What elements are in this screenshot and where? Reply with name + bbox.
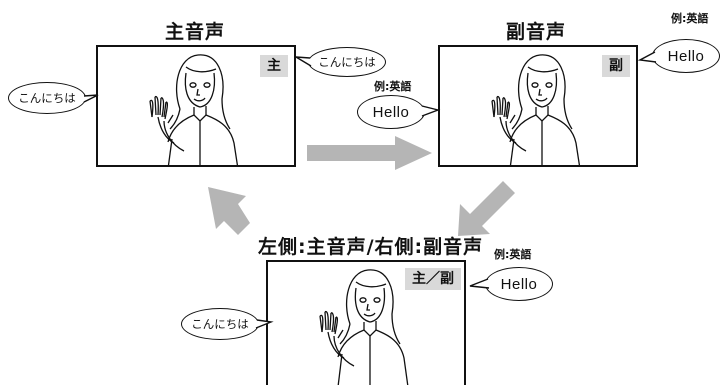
panel-sub-bubble-right: Hello — [652, 39, 720, 73]
panel-sub-example-label-left: 例:英語 — [374, 80, 412, 93]
panel-both-example-label-right: 例:英語 — [494, 248, 532, 261]
woman-illustration — [491, 54, 581, 165]
panel-both-badge: 主／副 — [405, 268, 461, 290]
panel-both-screen: 主／副 — [266, 260, 466, 385]
panel-main-bubble-right: こんにちは — [308, 47, 386, 77]
arrow-main-to-sub — [307, 136, 432, 170]
arrow-sub-to-both — [458, 181, 515, 236]
panel-main-badge: 主 — [260, 55, 288, 77]
arrow-both-to-main — [208, 187, 250, 235]
woman-illustration — [149, 54, 239, 165]
panel-both-bubble-left: こんにちは — [181, 308, 259, 340]
panel-main-title: 主音声 — [165, 21, 226, 43]
panel-main-screen: 主 — [96, 45, 296, 167]
panel-sub-screen: 副 — [438, 45, 638, 167]
panel-sub-badge: 副 — [602, 55, 630, 77]
panel-sub-example-label-right: 例:英語 — [671, 12, 709, 25]
panel-main-bubble-left: こんにちは — [8, 82, 86, 114]
panel-both-title: 左側:主音声/右側:副音声 — [258, 236, 484, 258]
panel-sub-bubble-left: Hello — [357, 95, 425, 129]
panel-sub-title: 副音声 — [506, 21, 567, 43]
